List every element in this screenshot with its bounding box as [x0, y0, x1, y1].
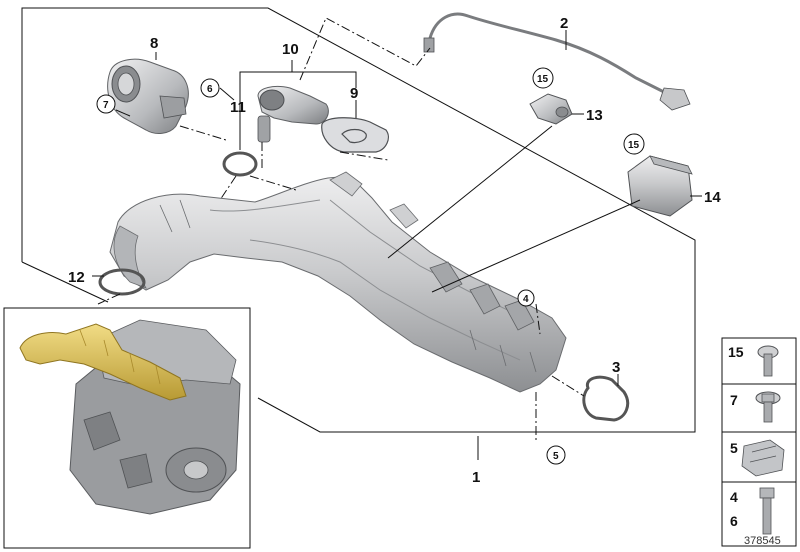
engine-inset [3, 307, 251, 549]
callout-8: 8 [150, 35, 158, 52]
callout-13: 13 [586, 107, 603, 124]
callout-1: 1 [472, 469, 480, 486]
callout-7: 7 [103, 100, 109, 111]
side-label-7: 7 [730, 392, 738, 408]
assembly-line-gasket3 [551, 375, 585, 397]
callout-4: 4 [523, 294, 529, 305]
callout-7-circle [96, 94, 116, 114]
leader-14-to-manifold [431, 199, 641, 293]
assembly-line-bolt4 [535, 303, 541, 335]
callout-9: 9 [350, 85, 358, 102]
bolt-7[interactable] [755, 391, 781, 423]
assembly-line-throttle [179, 125, 227, 141]
side-label-5: 5 [730, 440, 738, 456]
callout-4-circle [517, 289, 535, 307]
callout-15a-circle [532, 67, 554, 89]
clip-5[interactable] [741, 439, 785, 477]
callout-6: 6 [207, 84, 213, 95]
intake-manifold[interactable] [109, 171, 567, 393]
gasket-9[interactable] [321, 117, 389, 153]
assembly-line-gasket [219, 175, 297, 201]
assembly-frame-line [21, 7, 696, 433]
side-label-4: 4 [730, 489, 738, 505]
callout-5: 5 [553, 451, 559, 462]
sensor-cable-2[interactable] [423, 12, 691, 111]
bolt-4-6[interactable] [759, 487, 775, 535]
leader-13-to-manifold [387, 125, 553, 259]
leader-7 [115, 109, 131, 117]
egr-valve-10[interactable] [257, 85, 329, 143]
screw-15[interactable] [757, 345, 779, 377]
assembly-line-cable [299, 17, 431, 81]
assembly-line-seal [97, 293, 121, 305]
callout-5-circle [546, 445, 566, 465]
side-label-6: 6 [730, 513, 738, 529]
callout-11: 11 [230, 99, 246, 116]
gasket-ring-11[interactable] [222, 151, 258, 177]
callout-15a: 15 [537, 74, 549, 85]
callout-10: 10 [282, 41, 299, 58]
reference-number: 378545 [744, 535, 781, 547]
assembly-line-valve [261, 142, 389, 168]
sensor-13[interactable] [529, 93, 573, 125]
highlighted-manifold [19, 323, 187, 401]
callout-15b-circle [623, 133, 645, 155]
callout-12: 12 [68, 269, 85, 286]
leader-6 [219, 87, 235, 101]
leader-9-10-11 [239, 60, 357, 150]
side-label-15: 15 [728, 344, 744, 360]
callout-14: 14 [704, 189, 721, 206]
callout-2: 2 [560, 15, 568, 32]
frame-diagonal-left [21, 261, 109, 303]
gasket-3[interactable] [582, 375, 630, 422]
throttle-body[interactable] [107, 58, 189, 134]
callout-15b: 15 [628, 140, 640, 151]
seal-ring-12[interactable] [98, 268, 146, 296]
callout-6-circle [200, 78, 220, 98]
callout-3: 3 [612, 359, 620, 376]
hardware-panel: 15 7 5 4 6 [721, 337, 797, 547]
control-unit-14[interactable] [627, 155, 693, 217]
